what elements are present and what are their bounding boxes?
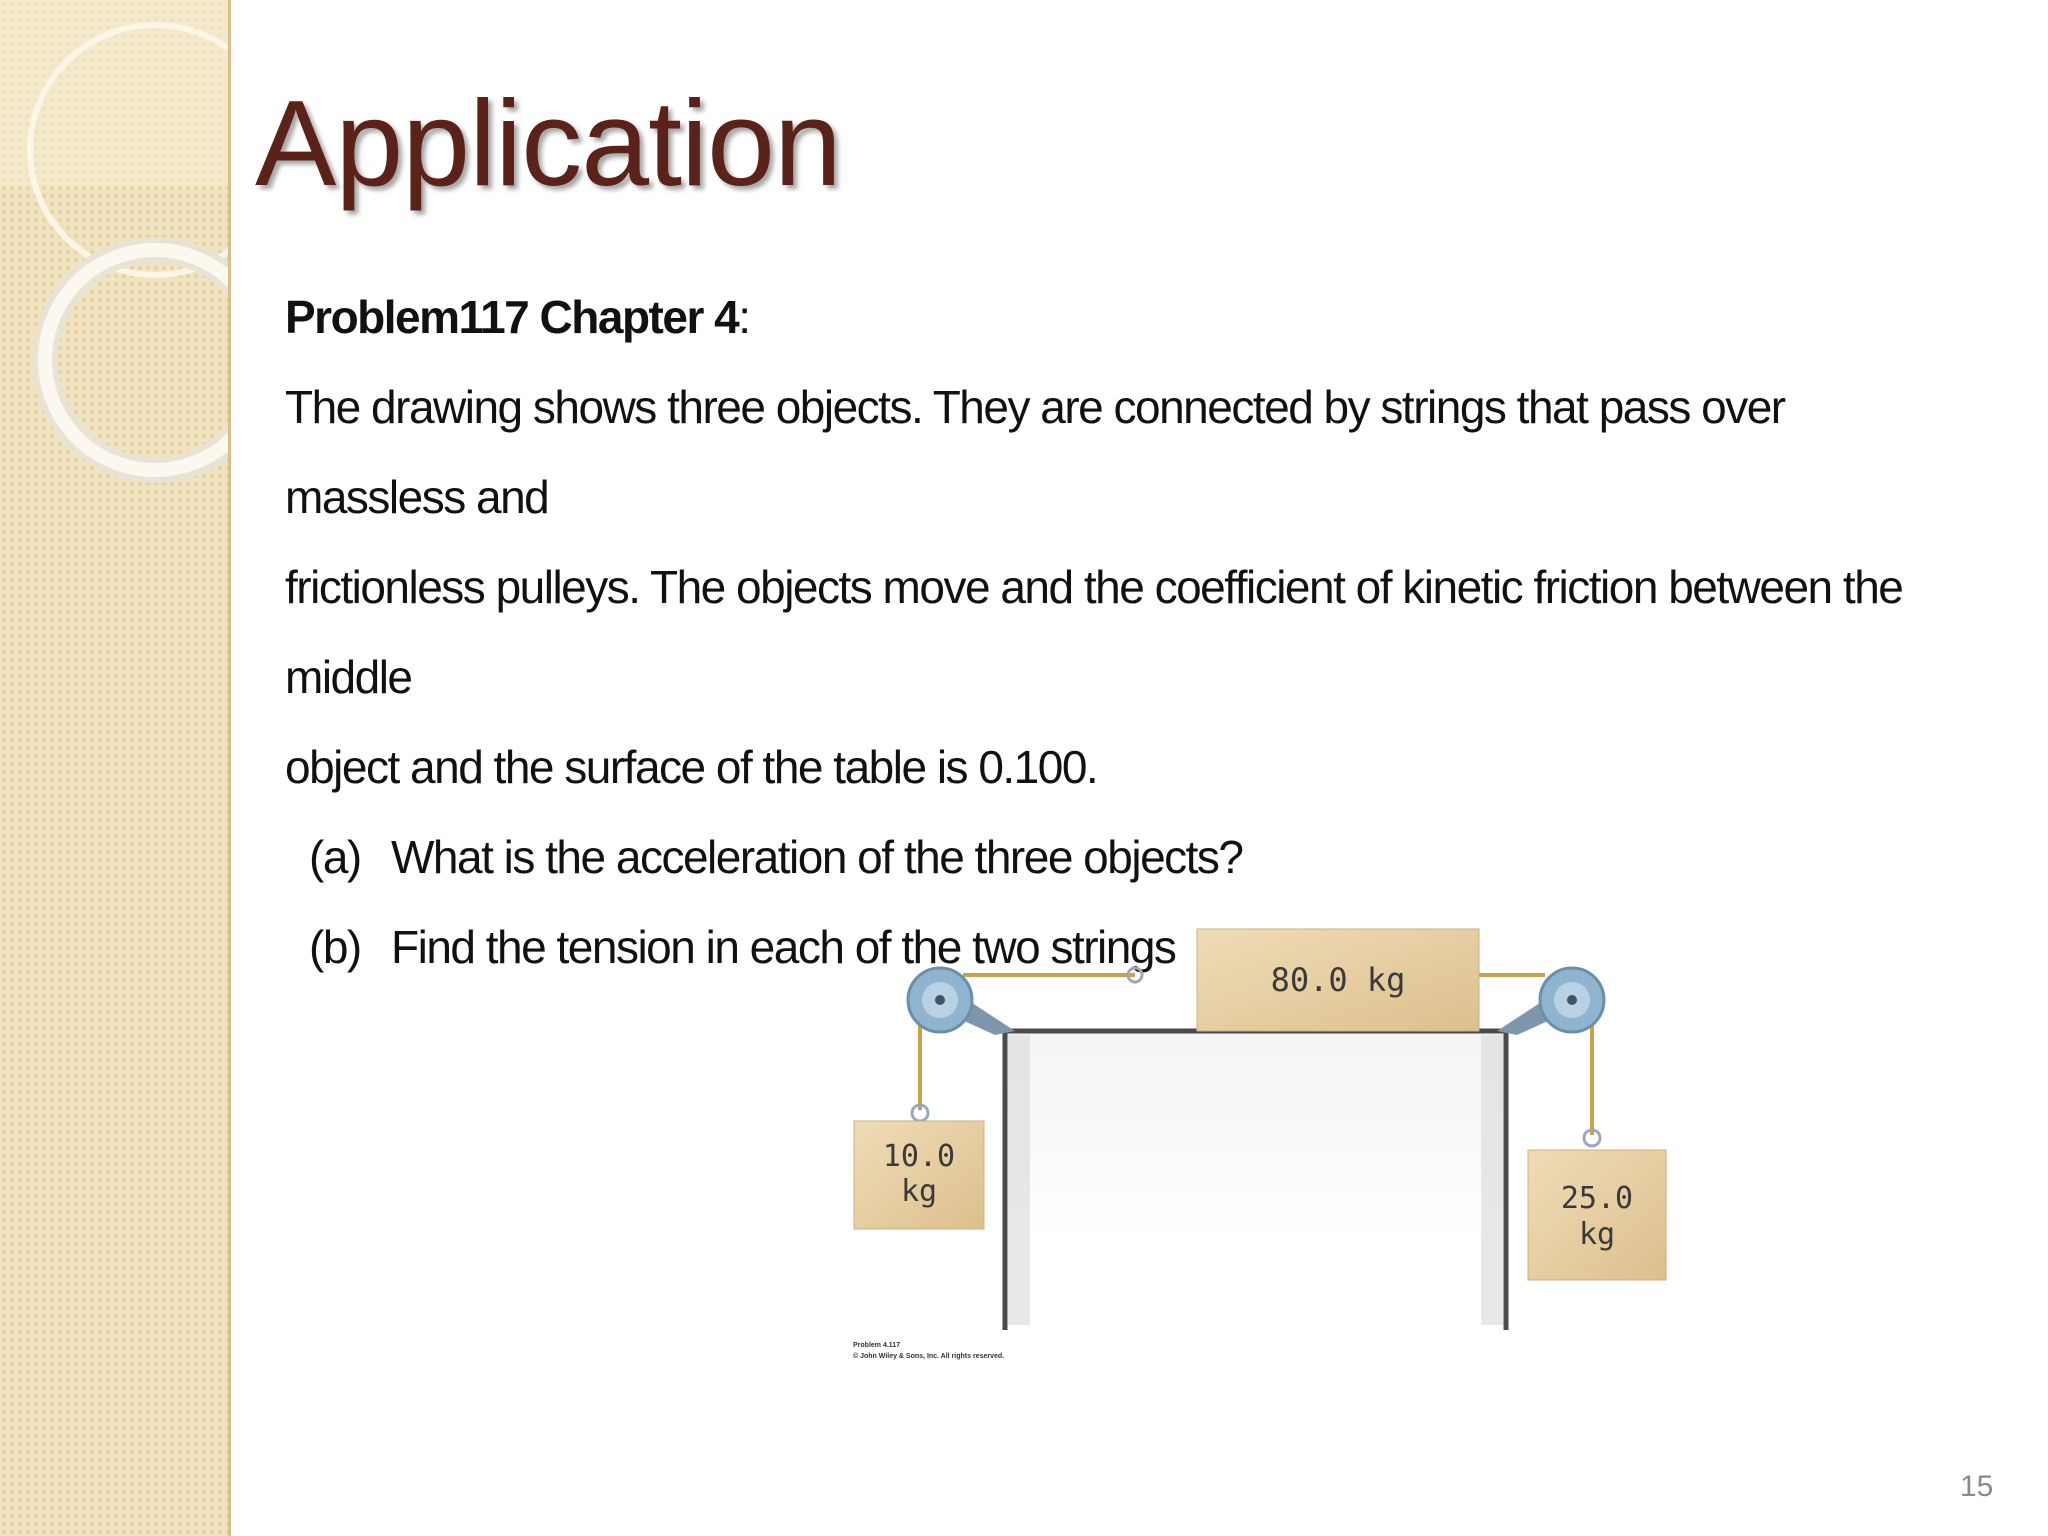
block-10kg: 10.0 kg [853,1120,985,1230]
block-25kg-label-number: 25.0 [1561,1181,1633,1216]
block-25kg-label-unit: kg [1579,1217,1615,1252]
problem-line-3: object and the surface of the table is 0… [285,741,1099,793]
decorative-sidebar [0,0,231,1536]
block-25kg: 25.0 kg [1527,1149,1667,1281]
pulley-diagram: 80.0 kg 10.0 kg 25.0 kg Problem 4.117 © … [845,905,1845,1385]
problem-heading: Problem117 Chapter 4: [285,272,1925,362]
block-80kg: 80.0 kg [1196,928,1480,1032]
problem-heading-bold: Problem117 Chapter 4 [285,291,740,343]
left-pulley [906,966,1015,1035]
decorative-circles [0,0,228,483]
question-a: (a) What is the acceleration of the thre… [285,812,1925,902]
problem-heading-colon: : [738,291,751,343]
block-80kg-label: 80.0 kg [1271,961,1406,999]
question-b-text: Find the tension in each of the two stri… [391,921,1177,973]
page-number: 15 [1960,1470,1994,1503]
right-pulley [1497,966,1606,1035]
problem-line-1: The drawing shows three objects. They ar… [285,381,1786,523]
question-b: (b) Find the tension in each of the two … [285,902,1925,992]
block-10kg-label-unit: kg [901,1174,937,1209]
figure-credit-line-1: Problem 4.117 [853,1342,900,1349]
block-10kg-label-number: 10.0 [883,1139,955,1174]
slide-title: Application [255,75,842,211]
question-a-label: (a) [309,831,362,883]
problem-statement: Problem117 Chapter 4: The drawing shows … [285,272,1925,992]
problem-line-2: frictionless pulleys. The objects move a… [285,561,1904,703]
question-b-label: (b) [309,921,362,973]
question-a-text: What is the acceleration of the three ob… [391,831,1244,883]
figure-credit-line-2: © John Wiley & Sons, Inc. All rights res… [853,1352,1004,1360]
pulley-diagram-svg: 80.0 kg 10.0 kg 25.0 kg Problem 4.117 © … [853,928,1667,1360]
table [1002,1028,1509,1330]
